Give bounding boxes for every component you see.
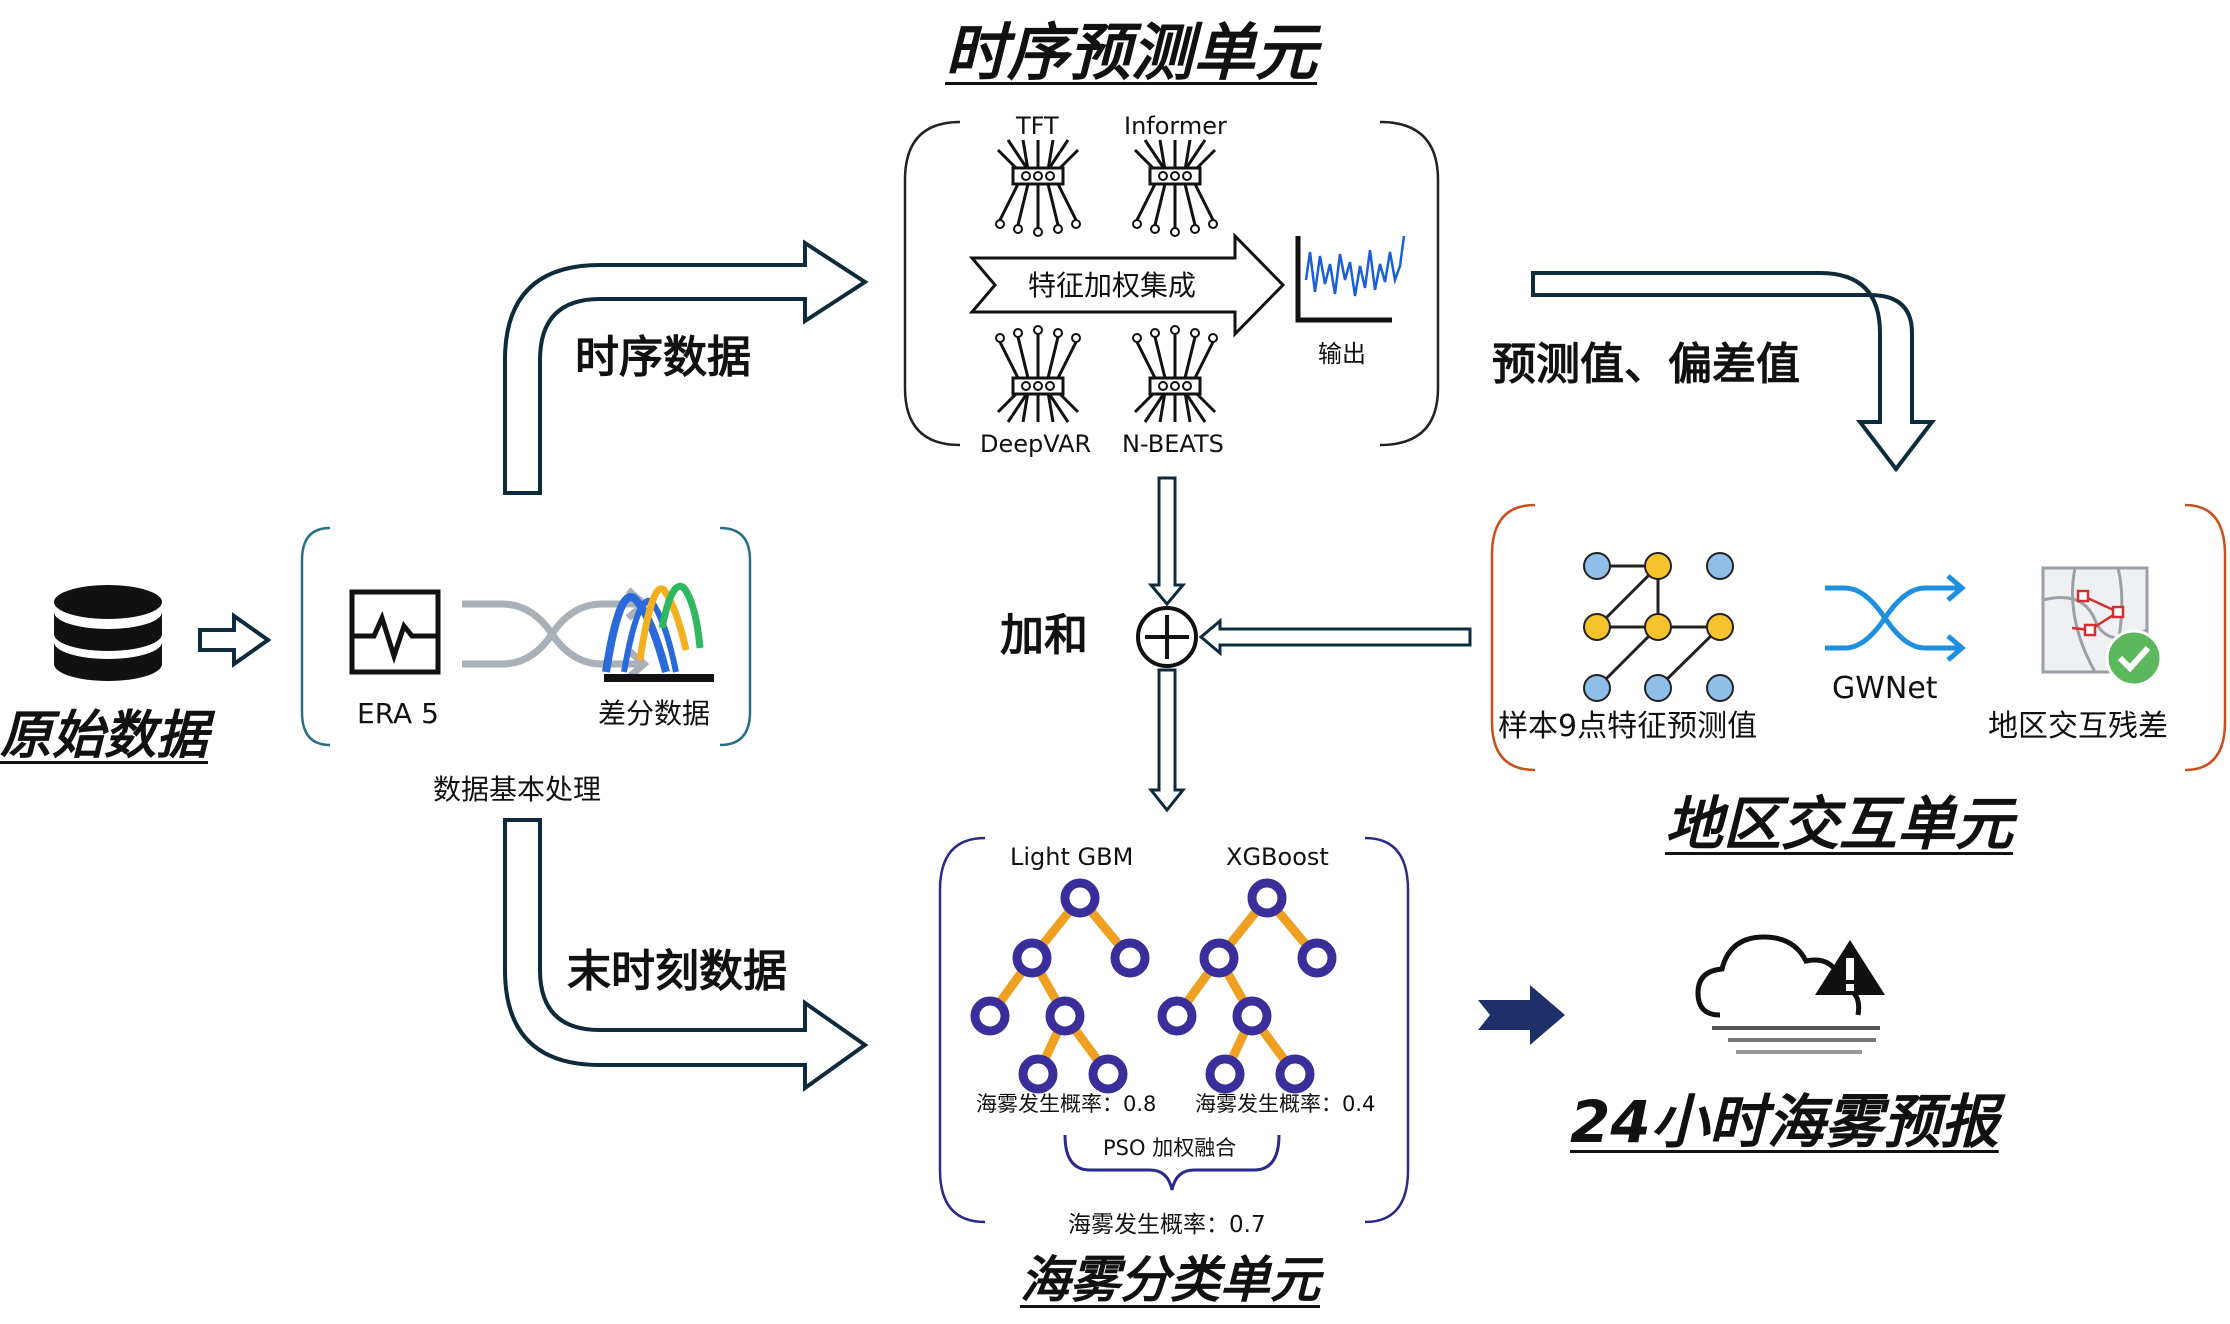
xgboost-label: XGBoost (1226, 843, 1329, 871)
ts-unit-bracket (903, 120, 1440, 447)
prob-lightgbm: 海雾发生概率：0.8 (976, 1092, 1157, 1116)
output-signal-icon (1295, 235, 1406, 323)
distribution-icon (602, 582, 714, 682)
pred-bias-label: 预测值、偏差值 (1492, 339, 1800, 390)
model-deepvar: DeepVAR (980, 430, 1092, 458)
arrow-sum-to-fog (1147, 668, 1187, 813)
last-data-label: 末时刻数据 (567, 946, 787, 997)
arrow-ts-to-sum (1147, 476, 1187, 607)
era5-icon (349, 589, 441, 675)
region-unit-bracket (1490, 503, 2227, 772)
lightgbm-tree-icon (975, 883, 1145, 1089)
nbeats-network-icon (1131, 324, 1219, 424)
fog-warning-icon (1695, 934, 1885, 1054)
graph-network-icon (1583, 552, 1734, 702)
arrow-db-to-preprocess (198, 612, 272, 668)
ensemble-label: 特征加权集成 (1028, 269, 1197, 302)
arrow-to-region-unit (1531, 271, 1937, 473)
ts-unit-title: 时序预测单元 (945, 16, 1318, 89)
fog-unit-title: 海雾分类单元 (1020, 1251, 1320, 1309)
prob-final: 海雾发生概率：0.7 (1068, 1212, 1266, 1238)
model-nbeats: N-BEATS (1122, 430, 1224, 458)
gwnet-label: GWNet (1832, 671, 1938, 706)
raw-data-title: 原始数据 (0, 706, 209, 766)
informer-network-icon (1131, 138, 1219, 238)
output-label: 输出 (1318, 340, 1366, 368)
map-check-icon (2041, 566, 2163, 687)
graph-label: 样本9点特征预测值 (1498, 709, 1758, 744)
arrow-region-to-sum (1198, 617, 1472, 657)
fog-unit-bracket (938, 836, 1410, 1224)
fusion-label: PSO 加权融合 (1103, 1136, 1237, 1160)
ensemble-arrow (968, 232, 1286, 338)
forecast-title: 24小时海雾预报 (1570, 1088, 1999, 1156)
fusion-brace (1063, 1134, 1281, 1191)
arrow-to-ts-unit (503, 239, 869, 495)
preprocess-caption: 数据基本处理 (433, 773, 602, 806)
gwnet-shuffle-icon (1825, 574, 1966, 662)
model-informer: Informer (1124, 112, 1227, 140)
xgboost-tree-icon (1162, 883, 1332, 1089)
era5-label: ERA 5 (357, 697, 439, 730)
prob-xgboost: 海雾发生概率：0.4 (1195, 1092, 1376, 1116)
residual-label: 地区交互残差 (1988, 709, 2168, 744)
sum-icon (1136, 606, 1198, 668)
ts-data-label: 时序数据 (575, 332, 751, 383)
arrow-to-fog-unit (503, 818, 869, 1092)
deepvar-network-icon (994, 324, 1082, 424)
tft-network-icon (994, 138, 1082, 238)
lightgbm-label: Light GBM (1010, 843, 1134, 871)
database-icon (54, 585, 162, 681)
sum-label: 加和 (1000, 610, 1088, 661)
model-tft: TFT (1016, 112, 1059, 140)
arrow-to-forecast (1478, 985, 1565, 1045)
diff-data-label: 差分数据 (598, 697, 711, 730)
region-unit-title: 地区交互单元 (1665, 790, 2014, 858)
preprocess-bracket (300, 526, 752, 747)
